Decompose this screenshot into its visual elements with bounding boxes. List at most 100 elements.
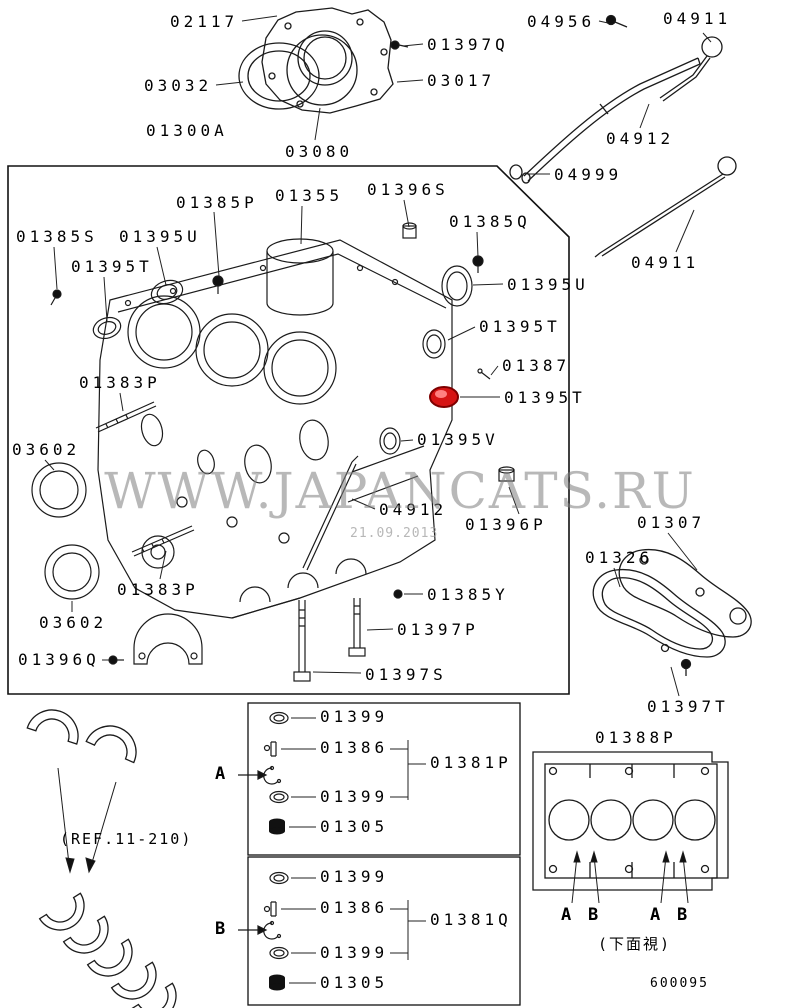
guide-tube-04912 <box>523 57 699 177</box>
part-label-01305[interactable]: 01305 <box>320 973 389 992</box>
dowel-01387 <box>477 368 491 380</box>
part-label-01396Q[interactable]: 01396Q <box>18 650 100 669</box>
bolt-01397Q <box>390 40 409 50</box>
part-label-03602[interactable]: 03602 <box>12 440 81 459</box>
part-label-01385S[interactable]: 01385S <box>16 227 98 246</box>
detail-box-b-parts <box>238 871 289 991</box>
bearing-shells-group <box>26 709 177 1008</box>
part-label-01395V[interactable]: 01395V <box>417 430 499 449</box>
seal-03032-inner <box>247 50 311 102</box>
part-label-01399[interactable]: 01399 <box>320 787 389 806</box>
detail-box-a-parts <box>238 711 289 835</box>
main-outline-box <box>7 165 570 695</box>
shell-stack <box>38 892 177 1008</box>
part-label-01305[interactable]: 01305 <box>320 817 389 836</box>
highlighted-plug-group <box>429 386 459 408</box>
part-label-01355[interactable]: 01355 <box>275 186 344 205</box>
part-label-01386[interactable]: 01386 <box>320 738 389 757</box>
part-label-01395U[interactable]: 01395U <box>119 227 201 246</box>
plug-01395U-right <box>441 265 473 307</box>
plug-01395V <box>379 427 401 455</box>
detail-box-a-frame <box>247 702 521 856</box>
part-label-01300A[interactable]: 01300A <box>146 121 228 140</box>
cylinder-01355 <box>266 238 334 316</box>
plug-01396S <box>402 222 417 239</box>
part-label-03032[interactable]: 03032 <box>144 76 213 95</box>
part-label-01399[interactable]: 01399 <box>320 707 389 726</box>
part-label-01385Y[interactable]: 01385Y <box>427 585 509 604</box>
bearing-cap <box>133 613 203 665</box>
gasket-01326-inner <box>601 577 714 650</box>
bearing-03602-lower <box>44 544 100 600</box>
part-label-01397T[interactable]: 01397T <box>647 697 729 716</box>
part-label-01395U[interactable]: 01395U <box>507 275 589 294</box>
label-B: B <box>215 919 227 939</box>
label-A: A <box>215 764 227 784</box>
part-label-03602[interactable]: 03602 <box>39 613 108 632</box>
plug-01385P <box>212 275 224 294</box>
label-A: A <box>561 905 573 925</box>
part-label-01396P[interactable]: 01396P <box>465 515 547 534</box>
part-label-01385P[interactable]: 01385P <box>176 193 258 212</box>
part-label-03017[interactable]: 03017 <box>427 71 496 90</box>
part-label-01395T[interactable]: 01395T <box>479 317 561 336</box>
part-label-01395T[interactable]: 01395T <box>71 257 153 276</box>
part-label-04911[interactable]: 04911 <box>663 9 732 28</box>
bolt-04956 <box>605 14 628 28</box>
part-label-04911[interactable]: 04911 <box>631 253 700 272</box>
label-(REF.11-210): (REF.11-210) <box>60 830 193 848</box>
part-label-01388P[interactable]: 01388P <box>595 728 677 747</box>
dipstick-04911-upper <box>659 36 723 102</box>
part-label-01385Q[interactable]: 01385Q <box>449 212 531 231</box>
part-label-01396S[interactable]: 01396S <box>367 180 449 199</box>
plug-01385Q <box>472 255 484 273</box>
engine-block-drawing <box>31 222 515 682</box>
gasket-01326-outer <box>592 568 726 658</box>
label-600095: 600095 <box>650 976 709 991</box>
part-label-04912[interactable]: 04912 <box>606 129 675 148</box>
part-label-01383P[interactable]: 01383P <box>79 373 161 392</box>
label-B: B <box>588 905 600 925</box>
leader-lines <box>44 15 712 984</box>
part-label-01307[interactable]: 01307 <box>637 513 706 532</box>
bracket-b <box>390 900 426 960</box>
part-label-01397P[interactable]: 01397P <box>397 620 479 639</box>
bolt-01397P <box>348 598 366 657</box>
bolt-01396Q <box>108 655 124 665</box>
part-label-01395T[interactable]: 01395T <box>504 388 586 407</box>
label-B: B <box>677 905 689 925</box>
part-label-01399[interactable]: 01399 <box>320 943 389 962</box>
tube-04912-lower <box>302 455 359 571</box>
ref-arrows <box>57 767 117 874</box>
part-label-01399[interactable]: 01399 <box>320 867 389 886</box>
part-label-03080[interactable]: 03080 <box>285 142 354 161</box>
part-label-01326[interactable]: 01326 <box>585 548 654 567</box>
plug-01395U-left <box>150 279 184 305</box>
stud-01383P-upper <box>95 401 157 433</box>
plate-01307 <box>618 548 752 638</box>
bolt-01385S <box>50 289 62 306</box>
dipstick-04911-lower <box>594 156 737 258</box>
frames <box>7 165 570 1006</box>
dipstick-assembly <box>509 14 737 258</box>
part-label-01397S[interactable]: 01397S <box>365 665 447 684</box>
bracket-a <box>390 740 426 800</box>
part-label-01386[interactable]: 01386 <box>320 898 389 917</box>
seal-03032-outer <box>238 42 320 110</box>
part-label-04912[interactable]: 04912 <box>379 500 448 519</box>
part-label-01381Q[interactable]: 01381Q <box>430 910 512 929</box>
bolt-01397T <box>660 643 692 676</box>
gasket-04999 <box>509 164 523 180</box>
part-label-01383P[interactable]: 01383P <box>117 580 199 599</box>
bolt-01385Y <box>393 589 403 599</box>
part-label-04999[interactable]: 04999 <box>554 165 623 184</box>
part-label-01387[interactable]: 01387 <box>502 356 571 375</box>
rear-plate-assembly <box>238 7 409 114</box>
part-label-01397Q[interactable]: 01397Q <box>427 35 509 54</box>
part-label-02117[interactable]: 02117 <box>170 12 239 31</box>
chain-case-assembly <box>592 548 752 676</box>
part-label-01381P[interactable]: 01381P <box>430 753 512 772</box>
bottom-view-drawing <box>532 751 729 904</box>
part-label-04956[interactable]: 04956 <box>527 12 596 31</box>
